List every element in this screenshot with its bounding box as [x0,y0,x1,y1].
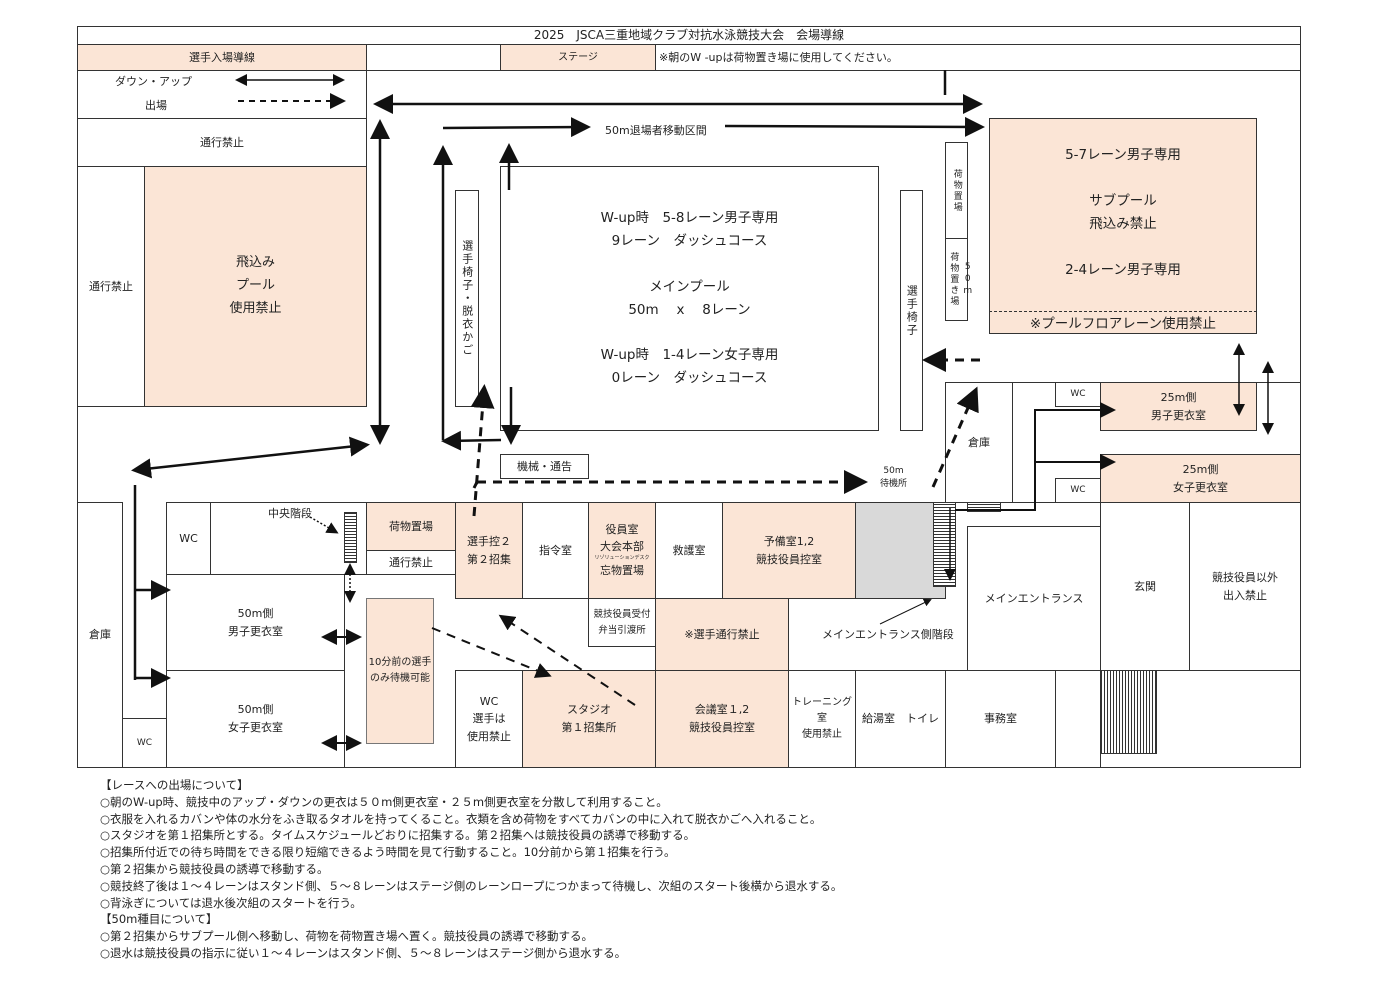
studio-first-call: スタジオ 第１招集所 [522,670,656,768]
blank-room [1055,670,1101,768]
note-line: ○退水は競技役員の指示に従い１～４レーンはスタンド側、５～８レーンはステージ側か… [100,945,627,960]
main-entrance-stairs-label: メインエントランス側階段 [822,628,954,641]
machine-room: 機械・通告 [500,454,589,479]
kitchen-toilet: 給湯室 トイレ [855,670,946,768]
storage-right: 倉庫 [945,382,1013,503]
no-entry-corridor: 通行禁止 [366,550,456,575]
header-note: ※朝のW -upは荷物置き場に使用してください。 [655,44,1301,71]
sub-pool: 5-7レーン男子専用 サブプール 飛込み禁止 2-4レーン男子専用 [989,118,1257,334]
note-line: ○競技終了後は１～４レーンはスタンド側、５～８レーンはステージ側のレーンロープに… [100,878,843,893]
meeting-room: 会議室１,2 競技役員控室 [655,670,789,768]
men-changing-25m: 25m側 男子更衣室 [1100,382,1257,431]
officials-room-label: 役員室 大会本部 [600,523,644,553]
luggage-area-2-label: 荷物置き場 [948,252,959,307]
women-changing-50m: 50m側 女子更衣室 [166,670,345,768]
player-chairs-right: 選手椅子 [900,190,923,431]
reserve-room: 予備室1,2 競技役員控室 [722,502,856,599]
resolution-desk-label: リゾリューションデスク [594,555,650,561]
women-changing-25m: 25m側 女子更衣室 [1100,454,1301,503]
note-line: ○衣服を入れるカバンや体の水分をふき取るタオルを持ってくること。衣類を含め荷物を… [100,811,822,826]
central-stairs-label: 中央階段 [268,507,312,520]
luggage-area-2-50m: 50m [962,261,973,298]
player-chairs-left: 選手椅子・脱衣かご [455,190,479,407]
note-line: ○第２招集からサブプール側へ移動し、荷物を荷物置き場へ置く。競技役員の誘導で移動… [100,929,594,944]
diving-pool: 飛込み プール 使用禁止 [144,166,367,407]
entrance-hall: 玄関 [1100,502,1190,671]
training-room: トレーニング 室 使用禁止 [788,670,856,768]
notes: 【レースへの出場について】 ○朝のW-up時、競技中のアップ・ダウンの更衣は５０… [100,777,842,962]
central-stairs [344,512,357,563]
men-changing-50m: 50m側 男子更衣室 [166,574,345,671]
note-line: ○朝のW-up時、競技中のアップ・ダウンの更衣は５０m側更衣室・２５m側更衣室を… [100,794,668,809]
staff-only-area: 競技役員以外 出入禁止 [1189,502,1301,671]
exit-route-label: 50m退場者移動区間 [605,124,707,137]
waiting-area-50m: 50m 待機所 [880,466,908,489]
second-call-room: 選手控２ 第２招集 [455,502,523,599]
lost-and-found-label: 忘物置場 [600,563,644,577]
command-room: 指令室 [522,502,589,599]
storage-left: 倉庫 [77,502,123,768]
gray-area [855,502,946,599]
note-line: ○背泳ぎについては退水後次組のスタートを行う。 [100,895,362,910]
waiting-10min-area: 10分前の選手 のみ待機可能 [366,598,434,744]
sub-pool-note: ※プールフロアレーン使用禁止 [989,311,1257,332]
blank-cell [366,44,501,71]
note-line: 【レースへの出場について】 [100,778,249,792]
note-line: ○招集所付近での待ち時間をできる限り短縮できるよう時間を見て行動すること。10分… [100,845,676,860]
main-entrance: メインエントランス [967,526,1101,671]
legend-down-up: ダウン・アップ [115,75,192,88]
note-line: ○スタジオを第１招集所とする。タイムスケジュールどおりに招集する。第２招集へは競… [100,828,696,843]
no-entry-left: 通行禁止 [77,166,145,407]
note-line: 【50m種目について】 [100,912,218,927]
no-entry-top: 通行禁止 [77,118,367,167]
note-line: ○第２招集から競技役員の誘導で移動する。 [100,861,329,876]
small-stairs [967,502,1001,512]
stage-header: ステージ [500,44,656,71]
main-pool: W-up時 5-8レーン男子専用 9レーン ダッシュコース メインプール 50m… [500,166,879,431]
wc-left: WC [166,502,211,575]
legend-entry: 出場 [145,99,167,112]
officials-reception: 競技役員受付 弁当引渡所 [588,598,656,647]
no-swimmer-area: ※選手通行禁止 [655,598,789,671]
wc-no-swimmers: WC 選手は 使用禁止 [455,670,523,768]
luggage-area-1: 荷物置場 [945,142,968,239]
